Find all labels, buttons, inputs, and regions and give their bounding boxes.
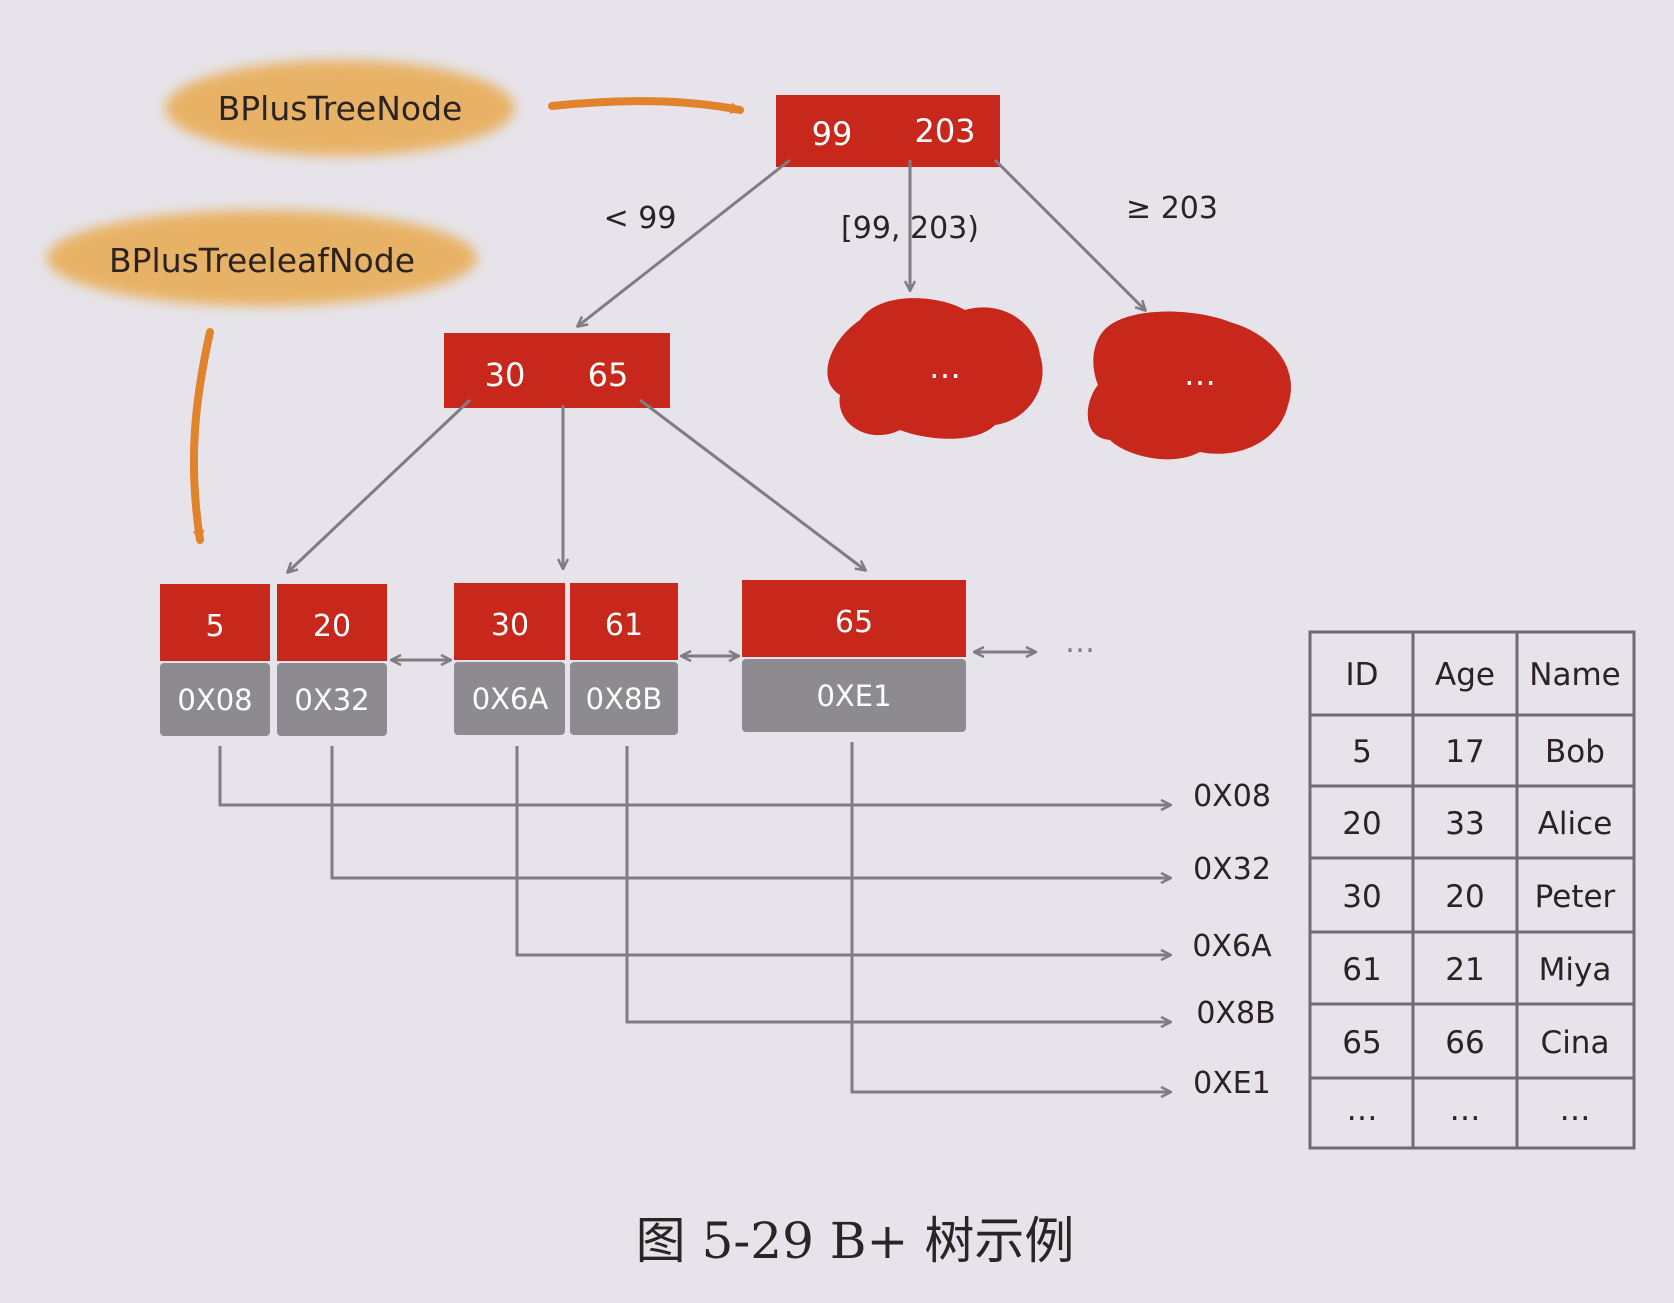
inner-key: 65 [588,356,629,394]
root-key: 99 [812,115,853,153]
subtree-blob-label: … [929,348,961,386]
address-target: 0X08 [1193,779,1271,814]
branch-arrow-left [578,158,791,326]
address-target: 0X6A [1192,929,1272,964]
table-cell: 20 [1445,879,1484,915]
figure-caption: 图 5-29 B+ 树示例 [636,1212,1075,1270]
table-header: Age [1435,657,1495,693]
table-grid [1308,630,1636,1150]
leaf-key-cell [570,583,678,660]
leaf-key-cell [160,584,270,661]
subtree-blob: … [1087,311,1291,460]
table-header: ID [1345,657,1378,693]
inner-node: 30 65 [444,333,670,408]
branch-label-less: < 99 [604,201,677,236]
table-cell: … [1560,1092,1591,1128]
table-cell: 66 [1445,1025,1484,1061]
leaf-node-label: BPlusTreeleafNode [47,210,477,306]
leaf-addr: 0X08 [177,683,252,717]
address-pointer [625,746,1170,1022]
table-cell: … [1347,1092,1378,1128]
internal-node-label: BPlusTreeNode [165,60,515,156]
table-cell: Cina [1541,1025,1610,1061]
address-target: 0X32 [1193,852,1271,887]
leaf-node: 5 20 0X08 0X32 [160,584,387,736]
table-cell: 20 [1342,806,1381,842]
leaf-key-cell [742,580,966,657]
leaf-addr: 0X6A [472,682,549,716]
leaf-addr: 0XE1 [816,679,891,713]
branch-arrow-right [993,158,1145,310]
leaf-node: 65 0XE1 [742,580,966,732]
leaf-addr-cell [277,663,387,736]
leaf-addr-cell [742,659,966,732]
leaf-key: 20 [313,609,351,644]
inner-key: 30 [485,356,526,394]
root-node-box [776,95,1000,167]
address-pointer [515,746,1170,955]
leaf-node: 30 61 0X6A 0X8B [454,583,678,735]
inner-branch-right [639,398,865,570]
subtree-blob: … [827,298,1043,439]
root-key: 203 [914,112,975,150]
leaf-node-pointer-arrow [189,328,214,544]
inner-node-box [444,333,670,408]
table-cell: … [1450,1092,1481,1128]
leaf-key: 30 [491,608,529,643]
table-cell: 61 [1342,952,1381,988]
leaf-key: 65 [835,605,873,640]
table-cell: 5 [1352,734,1372,770]
leaf-addr: 0X8B [586,682,663,716]
inner-branch-left [288,398,472,572]
table-cell: Miya [1539,952,1612,988]
table-cell: 65 [1342,1025,1381,1061]
address-target: 0XE1 [1193,1066,1271,1101]
leaf-key-cell [454,583,565,660]
table-cell: 17 [1445,734,1484,770]
address-target: 0X8B [1196,996,1275,1031]
leaf-addr-cell [454,662,565,735]
table-cell: 33 [1445,806,1484,842]
leaf-addr: 0X32 [294,683,369,717]
internal-node-label-text: BPlusTreeNode [218,89,463,128]
table-cell: 21 [1445,952,1484,988]
branch-label-greater: ≥ 203 [1126,191,1218,226]
address-pointers [218,742,1170,1092]
table-cell: Bob [1545,734,1605,770]
leaf-key: 5 [205,609,224,644]
root-node: 99 203 [776,95,1000,167]
leaf-addr-cell [160,663,270,736]
internal-node-pointer-arrow [548,97,744,114]
leaf-key-cell [277,584,387,661]
leaf-node-label-text: BPlusTreeleafNode [109,241,415,280]
table-header: Name [1529,657,1620,693]
records-table: ID Age Name 5 17 Bob 20 33 Alice 30 20 P… [1308,630,1636,1150]
leaf-more-ellipsis: … [1065,625,1095,660]
address-pointer [330,746,1170,878]
address-pointer [218,746,1170,805]
leaf-key: 61 [605,608,643,643]
subtree-blob-label: … [1184,355,1216,393]
table-cell: Peter [1535,879,1616,915]
leaf-addr-cell [570,662,678,735]
address-pointer [850,742,1170,1092]
table-cell: 30 [1342,879,1381,915]
table-cell: Alice [1538,806,1613,842]
branch-label-range: [99, 203) [841,211,979,246]
